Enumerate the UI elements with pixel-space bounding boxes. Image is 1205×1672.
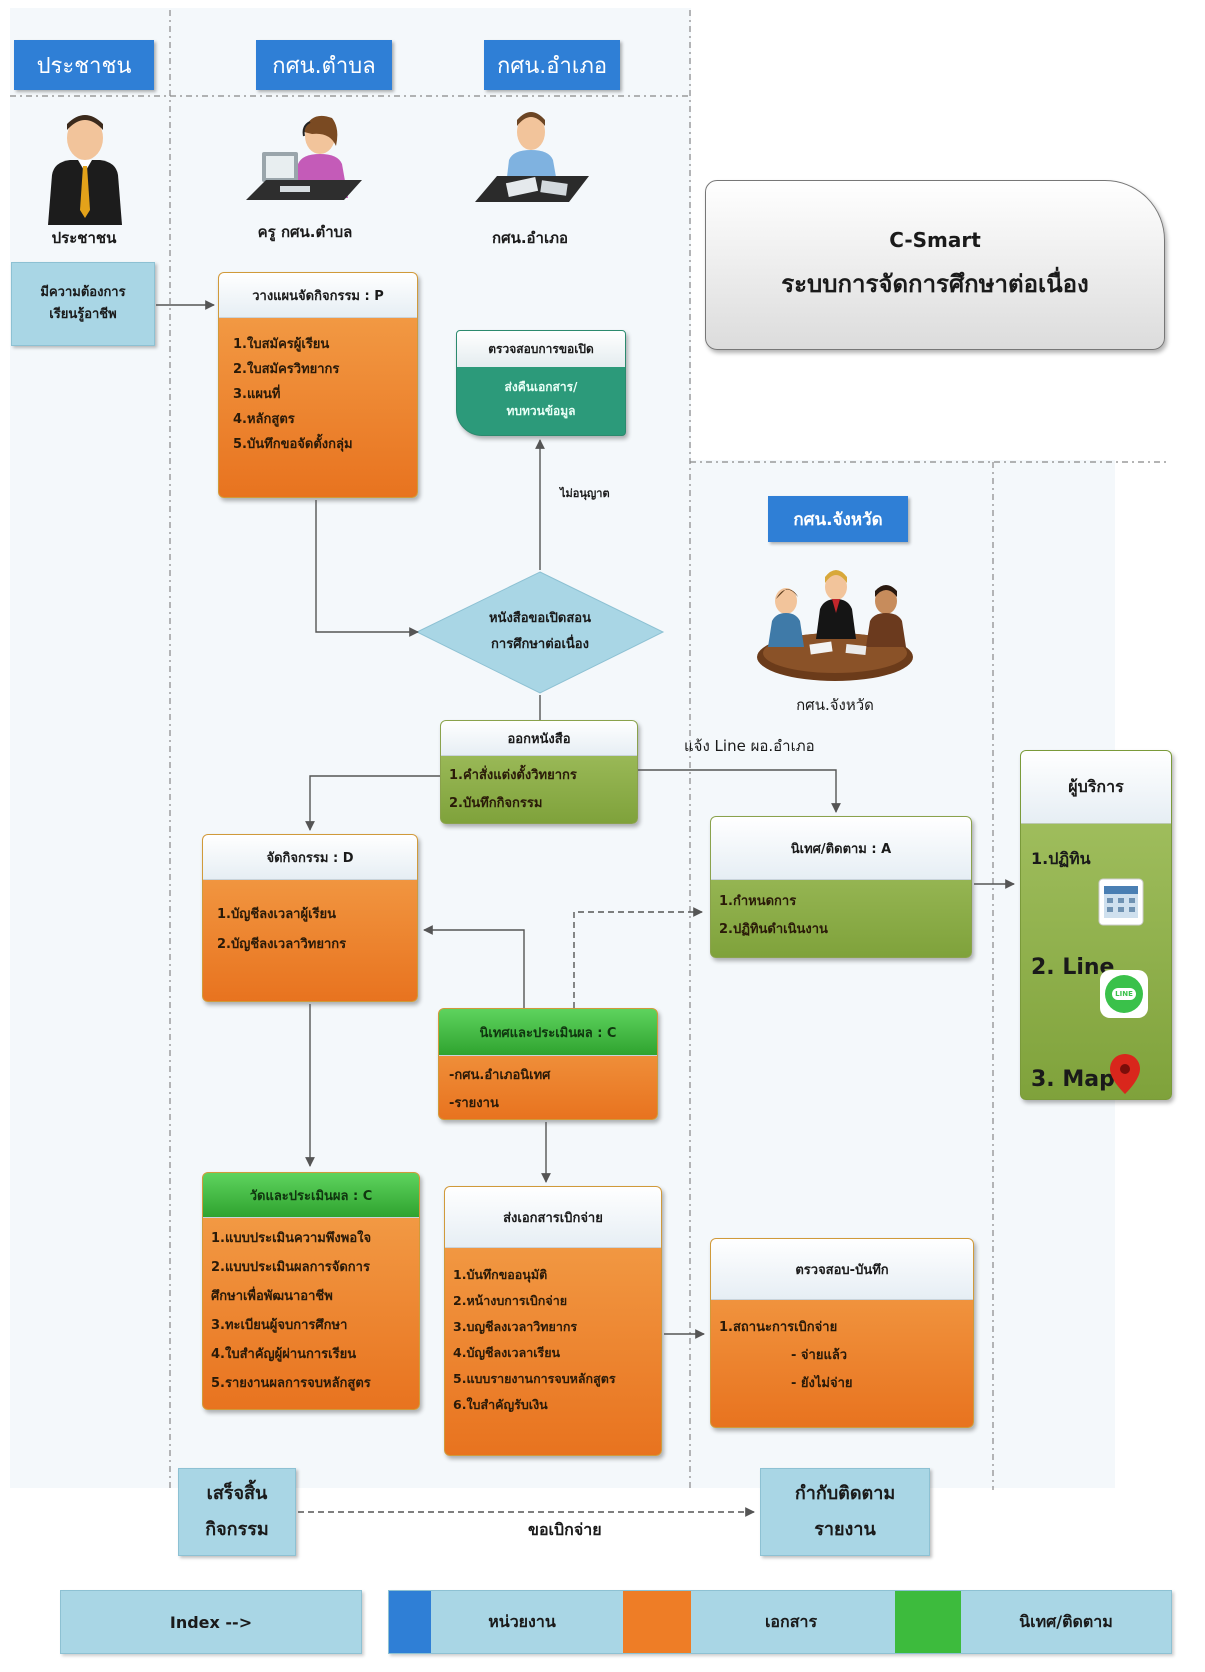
disburse-card-body: 1.บันทึกขออนุมัติ 2.หน้างบการเบิกจ่าย 3.… — [445, 1248, 661, 1432]
issue-card-body: 1.คำสั่งแต่งตั้งวิทยากร 2.บันทึกกิจกรรม — [441, 756, 637, 823]
plan-card-body: 1.ใบสมัครผู้เรียน 2.ใบสมัครวิทยากร 3.แผน… — [219, 318, 417, 469]
list-item: 4.หลักสูตร — [233, 412, 295, 427]
header-province: กศน.จังหวัด — [768, 496, 908, 542]
legend-index: Index --> — [60, 1590, 362, 1654]
calendar-icon — [1098, 878, 1144, 926]
supervise-card-body: -กศน.อำเภอนิเทศ -รายงาน — [439, 1056, 657, 1119]
do-card-body: 1.บัญชีลงเวลาผู้เรียน 2.บัญชีลงเวลาวิทยา… — [203, 880, 417, 972]
csmart-title-box: C-Smart ระบบการจัดการศึกษาต่อเนื่อง — [705, 180, 1165, 350]
list-item: 1.บัญชีลงเวลาผู้เรียน — [217, 907, 337, 922]
district-label: กศน.อำเภอ — [491, 229, 568, 247]
list-item: 6.ใบสำคัญรับเงิน — [453, 1397, 548, 1412]
list-item: 5.บันทึกขอจัดตั้งกลุ่ม — [233, 437, 353, 452]
list-item: 1.สถานะการเบิกจ่าย — [719, 1320, 838, 1335]
header-people: ประชาชน — [14, 40, 154, 90]
supervise-card: นิเทศและประเมินผล : C -กศน.อำเภอนิเทศ -ร… — [438, 1008, 658, 1120]
line-app-icon: LINE — [1100, 970, 1148, 1018]
list-item: 2.แบบประเมินผลการจัดการ — [211, 1260, 370, 1275]
evaluate-card-body: 1.แบบประเมินความพึงพอใจ 2.แบบประเมินผลกา… — [203, 1218, 419, 1404]
legend-monitor-label: นิเทศ/ติดตาม — [1019, 1611, 1113, 1631]
do-card-title: จัดกิจกรรม : D — [203, 835, 417, 880]
decision-diamond — [415, 571, 665, 694]
list-item: 1.ใบสมัครผู้เรียน — [233, 337, 330, 352]
list-item: 5.รายงานผลการจบหลักสูตร — [211, 1376, 371, 1391]
line-badge-text: LINE — [1112, 988, 1136, 1000]
list-item: 4.ใบสำคัญผู้ผ่านการเรียน — [211, 1347, 357, 1362]
legend-monitor-swatch — [895, 1591, 961, 1653]
service-card: ผู้บริการ 1.ปฏิทิน 2. Line 3. Map — [1020, 750, 1172, 1100]
list-item: 3.บญชีลงเวลาวิทยากร — [453, 1319, 578, 1334]
list-item: 1.บันทึกขออนุมัติ — [453, 1267, 548, 1282]
verify-card-title: ตรวจสอบ-บันทึก — [711, 1239, 973, 1300]
list-item: 2.บัญชีลงเวลาวิทยากร — [217, 937, 347, 952]
request-pay-label: ขอเบิกจ่าย — [528, 1520, 602, 1539]
do-card: จัดกิจกรรม : D 1.บัญชีลงเวลาผู้เรียน 2.บ… — [202, 834, 418, 1002]
list-item: 3.ทะเบียนผู้จบการศึกษา — [211, 1318, 348, 1333]
service-title: ผู้บริการ — [1021, 751, 1171, 824]
list-item: 2.ใบสมัครวิทยากร — [233, 362, 340, 377]
meeting-group-icon — [757, 570, 913, 681]
disburse-card: ส่งเอกสารเบิกจ่าย 1.บันทึกขออนุมัติ 2.หน… — [444, 1186, 662, 1456]
service-item-calendar: 1.ปฏิทิน — [1031, 849, 1091, 868]
citizen-person-icon — [48, 115, 122, 225]
supervise-card-title: นิเทศและประเมินผล : C — [439, 1009, 657, 1056]
list-item: 1.กำหนดการ — [719, 894, 797, 909]
monitor-card: นิเทศ/ติดตาม : A 1.กำหนดการ 2.ปฏิทินดำเน… — [710, 816, 972, 958]
service-item-map: 3. Map — [1031, 1067, 1115, 1092]
issue-card-title: ออกหนังสือ — [441, 721, 637, 756]
district-person-icon — [475, 112, 589, 202]
evaluate-card-title: วัดและประเมินผล : C — [203, 1173, 419, 1218]
need-box: มีความต้องการเรียนรู้อาชีพ — [11, 262, 155, 346]
list-item: ศึกษาเพื่อพัฒนาอาชีพ — [211, 1289, 333, 1304]
legend-unit-label: หน่วยงาน — [488, 1611, 556, 1631]
monitor-card-title: นิเทศ/ติดตาม : A — [711, 817, 971, 880]
list-item: 2.บันทึกกิจกรรม — [449, 796, 543, 811]
list-item: 4.บัญชีลงเวลาเรียน — [453, 1345, 561, 1360]
check-open-body: ส่งคืนเอกสาร/ทบทวนข้อมูล — [504, 380, 578, 418]
legend-doc-label: เอกสาร — [764, 1611, 818, 1631]
citizen-label: ประชาชน — [51, 229, 117, 247]
header-tambon: กศน.ตำบล — [256, 40, 392, 90]
province-label: กศน.จังหวัด — [796, 696, 874, 714]
teacher-person-icon — [246, 115, 362, 200]
line-notify-label: แจ้ง Line ผอ.อำเภอ — [684, 737, 815, 755]
finish-box: เสร็จสิ้นกิจกรรม — [178, 1468, 296, 1556]
check-open-title: ตรวจสอบการขอเปิด — [457, 331, 625, 367]
list-item: -รายงาน — [449, 1096, 499, 1111]
verify-card: ตรวจสอบ-บันทึก 1.สถานะการเบิกจ่าย - จ่าย… — [710, 1238, 974, 1428]
legend-bar: หน่วยงาน เอกสาร นิเทศ/ติดตาม — [388, 1590, 1172, 1654]
disburse-card-title: ส่งเอกสารเบิกจ่าย — [445, 1187, 661, 1248]
header-amphoe: กศน.อำเภอ — [484, 40, 620, 90]
issue-card: ออกหนังสือ 1.คำสั่งแต่งตั้งวิทยากร 2.บัน… — [440, 720, 638, 824]
plan-card-title: วางแผนจัดกิจกรรม : P — [219, 273, 417, 318]
map-pin-icon — [1110, 1054, 1140, 1094]
list-item: 2.ปฏิทินดำเนินงาน — [719, 922, 828, 937]
teacher-label: ครู กศน.ตำบล — [257, 223, 353, 241]
verify-card-body: 1.สถานะการเบิกจ่าย - จ่ายแล้ว - ยังไม่จ่… — [711, 1300, 973, 1412]
list-item: -กศน.อำเภอนิเทศ — [449, 1068, 551, 1083]
list-item: 1.แบบประเมินความพึงพอใจ — [211, 1231, 372, 1246]
evaluate-card: วัดและประเมินผล : C 1.แบบประเมินความพึงพ… — [202, 1172, 420, 1410]
list-item: - จ่ายแล้ว — [791, 1348, 848, 1363]
list-item: 5.แบบรายงานการจบหลักสูตร — [453, 1371, 616, 1386]
not-allowed-label: ไม่อนุญาต — [560, 487, 610, 500]
check-open-card: ตรวจสอบการขอเปิด ส่งคืนเอกสาร/ทบทวนข้อมู… — [456, 330, 626, 436]
control-box: กำกับติดตามรายงาน — [760, 1468, 930, 1556]
decision-text: หนังสือขอเปิดสอนการศึกษาต่อเนื่อง — [488, 611, 591, 652]
list-item: - ยังไม่จ่าย — [791, 1376, 853, 1391]
list-item: 3.แผนที่ — [233, 387, 281, 402]
csmart-title: C-Smart — [889, 227, 981, 252]
legend-unit-swatch — [389, 1591, 431, 1653]
legend-doc-swatch — [623, 1591, 691, 1653]
monitor-card-body: 1.กำหนดการ 2.ปฏิทินดำเนินงาน — [711, 880, 971, 952]
list-item: 2.หน้างบการเบิกจ่าย — [453, 1293, 568, 1308]
list-item: 1.คำสั่งแต่งตั้งวิทยากร — [449, 768, 577, 783]
plan-card: วางแผนจัดกิจกรรม : P 1.ใบสมัครผู้เรียน 2… — [218, 272, 418, 498]
csmart-subtitle: ระบบการจัดการศึกษาต่อเนื่อง — [781, 269, 1089, 298]
